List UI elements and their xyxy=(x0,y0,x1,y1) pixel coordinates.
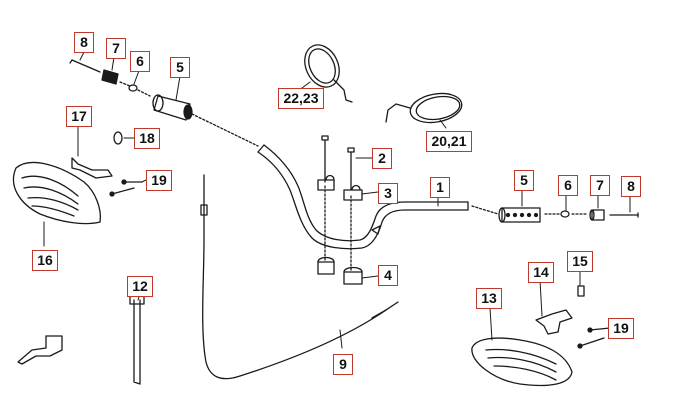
callout-6-right: 6 xyxy=(558,175,578,196)
callout-12: 12 xyxy=(127,276,153,297)
callout-19-right: 19 xyxy=(608,318,634,339)
right-grip xyxy=(471,205,639,223)
left-bar-end-weight xyxy=(69,59,151,97)
left-bracket xyxy=(71,157,113,179)
callout-2: 2 xyxy=(372,148,392,169)
callout-14: 14 xyxy=(528,262,554,283)
right-screws xyxy=(577,327,611,349)
clamp-bolts xyxy=(321,135,355,271)
right-bracket xyxy=(535,309,573,335)
callout-9: 9 xyxy=(333,354,353,375)
callout-19-left: 19 xyxy=(146,170,172,191)
callout-20-21: 20,21 xyxy=(426,131,472,152)
bulb xyxy=(577,285,585,297)
left-mirror xyxy=(304,44,353,103)
callout-1: 1 xyxy=(430,177,450,198)
callout-13: 13 xyxy=(476,288,502,309)
callout-5-left: 5 xyxy=(170,57,190,78)
callout-17: 17 xyxy=(66,106,92,127)
throttle-cable xyxy=(200,174,399,380)
left-throttle-grip xyxy=(152,94,259,147)
right-turn-light xyxy=(471,337,573,387)
callout-4: 4 xyxy=(378,265,398,286)
callout-7-right: 7 xyxy=(590,175,610,196)
left-screws xyxy=(109,179,143,197)
callout-8-right: 8 xyxy=(621,176,641,197)
handlebar-tube xyxy=(257,144,469,250)
callout-5-right: 5 xyxy=(514,170,534,191)
cable-tie xyxy=(129,295,145,385)
leader-lines xyxy=(43,51,631,349)
callout-6-left: 6 xyxy=(130,51,150,72)
washer xyxy=(113,131,123,145)
right-mirror xyxy=(385,92,463,124)
callout-18: 18 xyxy=(134,128,160,149)
callout-7-left: 7 xyxy=(106,38,126,59)
callout-3: 3 xyxy=(378,183,398,204)
callout-16: 16 xyxy=(32,250,58,271)
callout-15: 15 xyxy=(567,251,593,272)
callout-8-left: 8 xyxy=(74,32,94,53)
callout-22-23: 22,23 xyxy=(278,88,324,109)
upper-clamps xyxy=(317,174,363,201)
left-turn-light xyxy=(12,161,102,225)
lower-clamps xyxy=(317,256,363,285)
orientation-arrow-icon xyxy=(17,335,63,365)
